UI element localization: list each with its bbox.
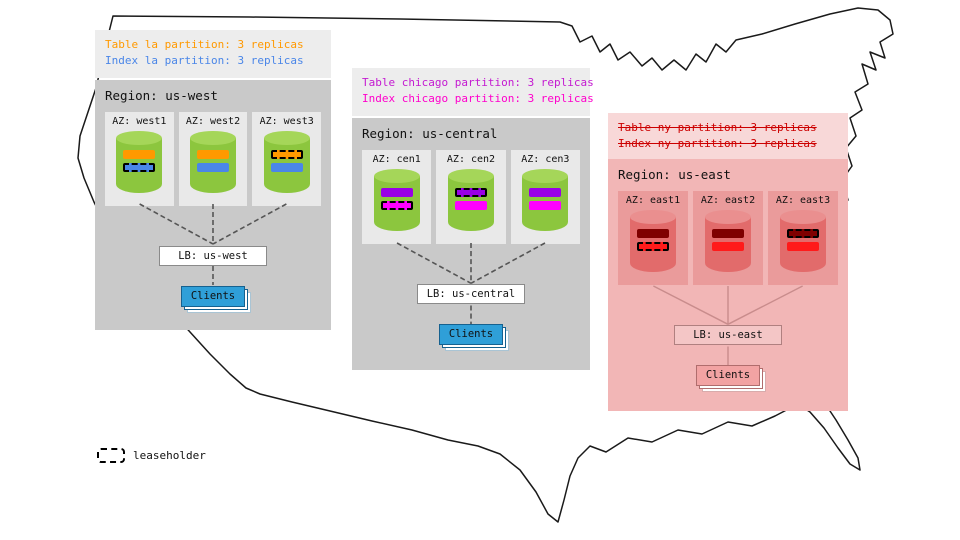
database-cylinder	[522, 169, 569, 231]
cylinder-top	[780, 210, 826, 224]
az-label: AZ: east1	[625, 195, 681, 206]
clients-box: Clients	[696, 365, 760, 386]
az-cen2: AZ: cen2	[436, 150, 506, 244]
az-row: AZ: cen1 AZ: cen2 AZ: cen3	[362, 150, 580, 244]
cylinder-top	[373, 169, 420, 183]
index-replica-stripe	[529, 201, 562, 210]
az-west2: AZ: west2	[178, 112, 248, 206]
cylinder-top	[630, 210, 676, 224]
legend: leaseholder	[97, 448, 206, 463]
connector-line	[470, 242, 546, 285]
annotation-line-index-ny: Index ny partition: 3 replicas	[618, 137, 817, 150]
database-cylinder	[447, 169, 494, 231]
index-replica-stripe	[197, 163, 229, 172]
cylinder-top	[447, 169, 494, 183]
cylinder-top	[263, 131, 310, 145]
annotation-us-east: Table ny partition: 3 replicas Index ny …	[608, 113, 848, 159]
az-cen1: AZ: cen1	[362, 150, 432, 244]
az-label: AZ: west2	[185, 116, 241, 127]
table-replica-stripe	[270, 150, 303, 159]
annotation-line-table-chicago: Table chicago partition: 3 replicas	[362, 76, 594, 89]
annotation-line-index-chicago: Index chicago partition: 3 replicas	[362, 92, 594, 105]
region-us-central: Region: us-central AZ: cen1 AZ: cen2 AZ:…	[352, 118, 590, 370]
index-replica-stripe	[712, 242, 744, 251]
connector-line	[727, 285, 803, 325]
az-label: AZ: cen2	[446, 154, 496, 165]
az-label: AZ: cen1	[372, 154, 421, 165]
leaseholder-swatch-icon	[97, 448, 125, 463]
az-label: AZ: cen3	[521, 154, 570, 165]
connector-line	[653, 285, 729, 325]
load-balancer-box: LB: us-west	[159, 246, 267, 266]
az-row: AZ: east1 AZ: east2 AZ: east3	[618, 191, 838, 285]
annotation-us-west: Table la partition: 3 replicas Index la …	[95, 30, 331, 78]
table-replica-stripe	[529, 188, 562, 197]
clients-box: Clients	[439, 324, 503, 345]
database-cylinder	[263, 131, 310, 193]
clients-box: Clients	[181, 286, 245, 307]
region-title: Region: us-west	[105, 88, 218, 103]
az-west1: AZ: west1	[105, 112, 174, 206]
az-label: AZ: east2	[700, 195, 756, 206]
az-east2: AZ: east2	[693, 191, 763, 285]
az-east3: AZ: east3	[768, 191, 838, 285]
az-row: AZ: west1 AZ: west2 AZ: west3	[105, 112, 322, 206]
az-east1: AZ: east1	[618, 191, 688, 285]
database-cylinder	[630, 210, 676, 272]
connector-line	[139, 203, 214, 245]
connector-line	[212, 203, 287, 245]
az-label: AZ: west3	[259, 116, 314, 127]
annotation-line-table-ny: Table ny partition: 3 replicas	[618, 121, 817, 134]
index-replica-stripe	[454, 201, 487, 210]
region-title: Region: us-central	[362, 126, 498, 141]
az-label: AZ: east3	[775, 195, 831, 206]
database-cylinder	[780, 210, 826, 272]
index-replica-stripe	[637, 242, 669, 251]
index-replica-stripe	[270, 163, 303, 172]
cylinder-top	[190, 131, 236, 145]
region-us-east: Region: us-east AZ: east1 AZ: east2 AZ: …	[608, 159, 848, 411]
legend-label: leaseholder	[133, 449, 206, 462]
annotation-line-table-la: Table la partition: 3 replicas	[105, 38, 304, 51]
region-title: Region: us-east	[618, 167, 731, 182]
az-west3: AZ: west3	[252, 112, 322, 206]
table-replica-stripe	[787, 229, 819, 238]
database-cylinder	[116, 131, 163, 193]
table-replica-stripe	[380, 188, 413, 197]
table-replica-stripe	[454, 188, 487, 197]
table-replica-stripe	[123, 150, 156, 159]
index-replica-stripe	[380, 201, 413, 210]
cylinder-top	[705, 210, 751, 224]
load-balancer-box: LB: us-central	[417, 284, 525, 304]
database-cylinder	[373, 169, 420, 231]
cylinder-top	[116, 131, 163, 145]
index-replica-stripe	[787, 242, 819, 251]
table-replica-stripe	[637, 229, 669, 238]
database-cylinder	[190, 131, 236, 193]
cylinder-top	[522, 169, 569, 183]
load-balancer-box: LB: us-east	[674, 325, 782, 345]
annotation-us-central: Table chicago partition: 3 replicas Inde…	[352, 68, 594, 116]
az-label: AZ: west1	[112, 116, 167, 127]
region-us-west: Region: us-west AZ: west1 AZ: west2 AZ: …	[95, 80, 331, 330]
annotation-line-index-la: Index la partition: 3 replicas	[105, 54, 304, 67]
connector-line	[396, 242, 472, 285]
az-cen3: AZ: cen3	[510, 150, 580, 244]
index-replica-stripe	[123, 163, 156, 172]
table-replica-stripe	[197, 150, 229, 159]
table-replica-stripe	[712, 229, 744, 238]
database-cylinder	[705, 210, 751, 272]
